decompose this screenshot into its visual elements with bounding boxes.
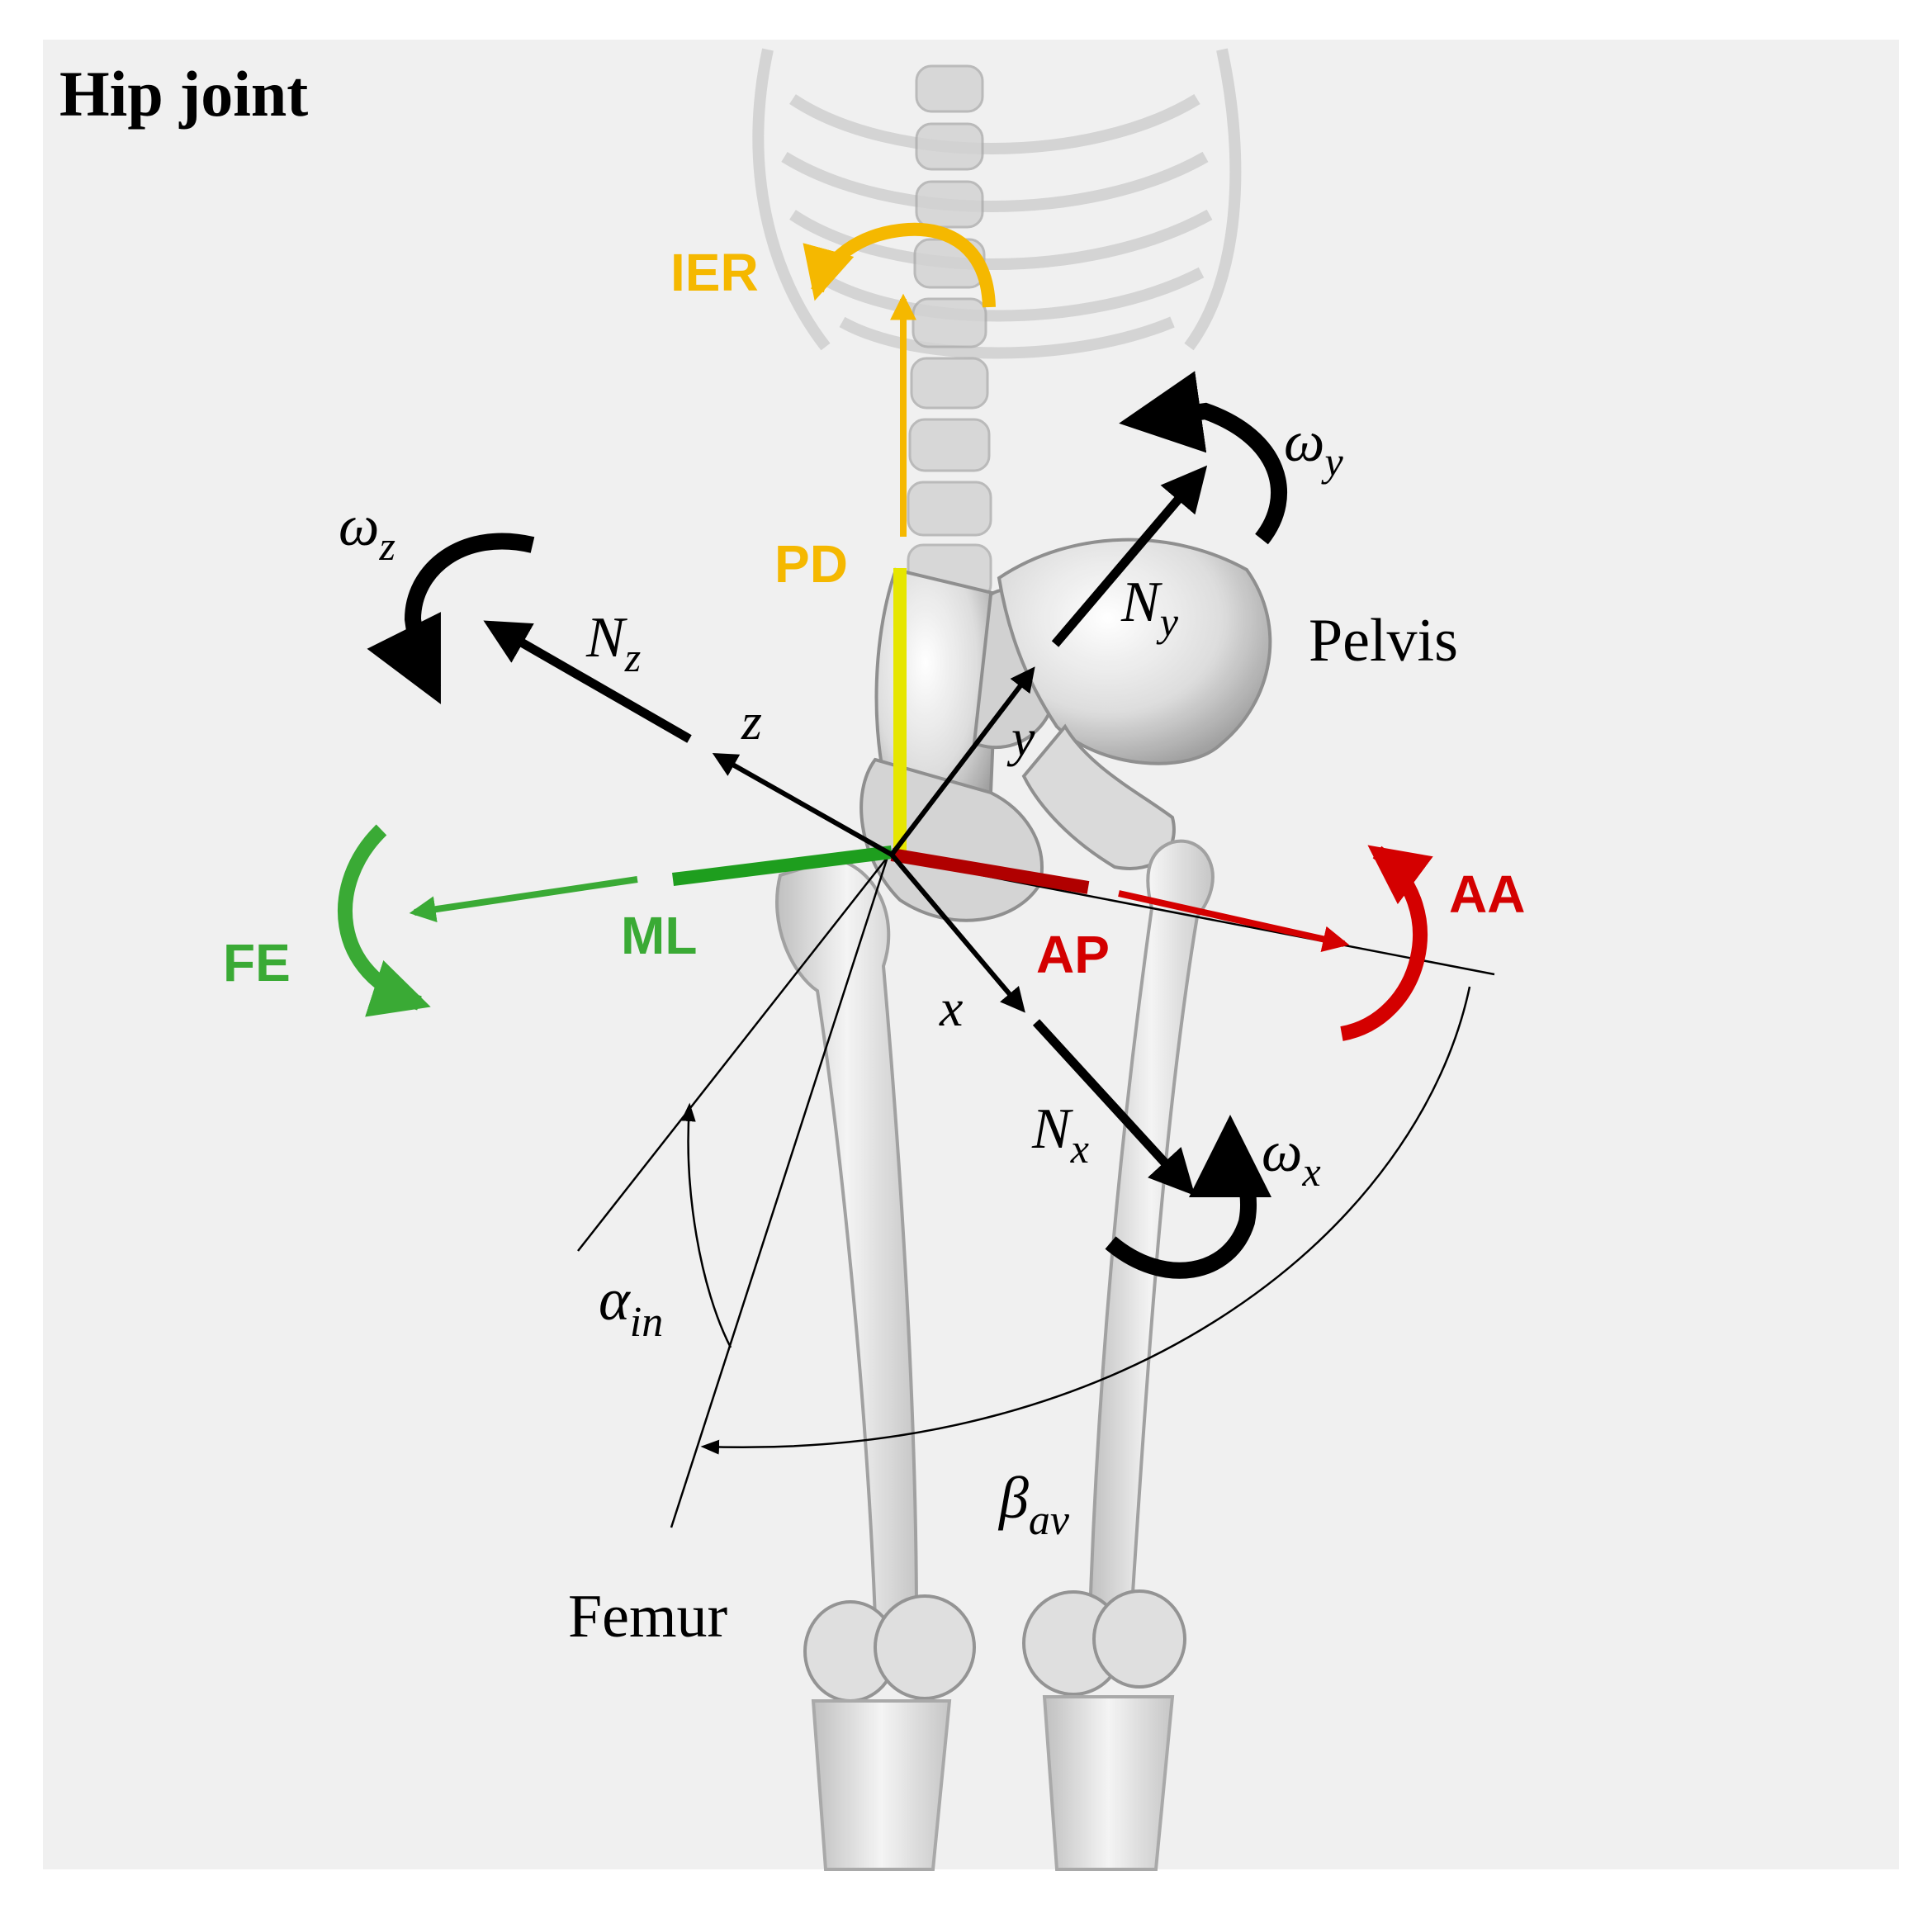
aa-rotation-arrow xyxy=(1340,845,1433,1041)
z-axis-arrow xyxy=(712,753,893,857)
pd-group xyxy=(803,222,996,857)
ml-label: ML xyxy=(621,906,697,965)
beta-arc xyxy=(700,986,1471,1455)
fe-label: FE xyxy=(223,933,291,992)
ier-label: IER xyxy=(670,243,759,302)
wz-rotation-arrow xyxy=(367,533,535,704)
wx-rotation-arrow xyxy=(1105,1115,1272,1279)
ml-group xyxy=(338,824,893,1017)
wz-label: ωz xyxy=(339,495,395,569)
ny-force-arrow xyxy=(1051,465,1208,647)
y-axis-arrow xyxy=(889,666,1035,856)
ny-label: Ny xyxy=(1120,571,1179,645)
ml-arrow xyxy=(409,876,638,923)
ap-axis-line xyxy=(890,848,1090,894)
ap-label: AP xyxy=(1036,925,1110,984)
z-axis-label: z xyxy=(741,692,762,751)
wx-label: ωx xyxy=(1262,1120,1321,1195)
ap-group xyxy=(890,845,1433,1041)
pd-label: PD xyxy=(774,534,848,594)
nx-label: Nx xyxy=(1031,1097,1089,1172)
fe-rotation-arrow xyxy=(338,824,431,1017)
alpha-arc xyxy=(680,1102,732,1348)
skeleton-illustration xyxy=(752,48,1272,1871)
ier-rotation-arrow xyxy=(803,222,996,308)
aa-label: AA xyxy=(1449,864,1525,924)
femur-label: Femur xyxy=(568,1583,727,1651)
ml-axis-line xyxy=(672,846,893,886)
spine xyxy=(907,64,992,601)
wy-label: ωy xyxy=(1284,410,1343,485)
nx-force-arrow xyxy=(1032,1019,1196,1196)
coordinate-axes xyxy=(367,371,1287,1279)
y-axis-label: y xyxy=(1006,708,1035,767)
x-axis-label: x xyxy=(939,978,963,1037)
ap-arrow xyxy=(1118,890,1350,953)
wy-rotation-arrow xyxy=(1119,371,1287,545)
shaft-axis-line xyxy=(670,856,889,1528)
figure-title: Hip joint xyxy=(59,58,308,130)
nz-label: Nz xyxy=(585,606,641,680)
knee-bones xyxy=(803,1589,1186,1703)
neck-axis-line xyxy=(577,856,888,1252)
beta-av-label: βav xyxy=(997,1465,1070,1544)
nz-force-arrow xyxy=(483,620,692,743)
ribcage xyxy=(752,48,1242,359)
x-axis-arrow xyxy=(889,853,1025,1013)
alpha-in-label: αin xyxy=(599,1267,663,1346)
pelvis-label: Pelvis xyxy=(1309,607,1458,675)
tibia-bones xyxy=(811,1695,1175,1871)
